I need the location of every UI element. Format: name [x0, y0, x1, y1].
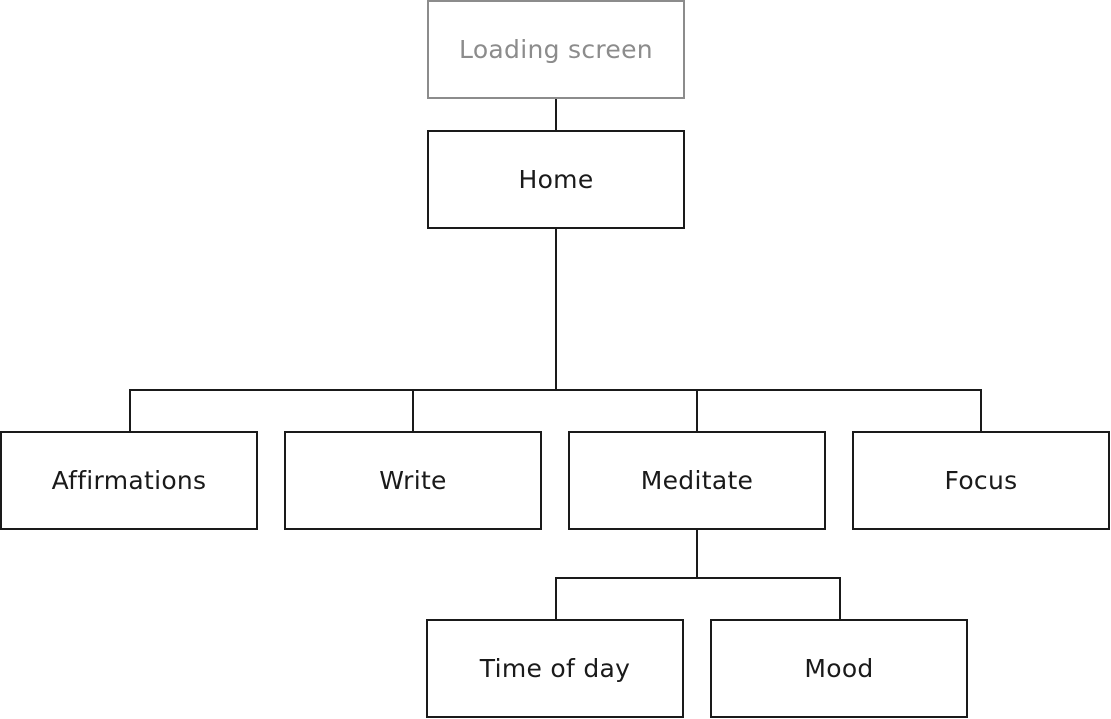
node-loading-screen: Loading screen	[427, 0, 685, 99]
node-home: Home	[427, 130, 685, 229]
node-meditate: Meditate	[568, 431, 826, 530]
node-label: Write	[379, 466, 447, 495]
node-label: Meditate	[640, 466, 754, 495]
node-label: Time of day	[479, 654, 631, 683]
node-label: Loading screen	[459, 35, 653, 64]
node-affirmations: Affirmations	[0, 431, 258, 530]
node-label: Focus	[944, 466, 1018, 495]
node-mood: Mood	[710, 619, 968, 718]
node-label: Home	[518, 165, 594, 194]
node-time-of-day: Time of day	[426, 619, 684, 718]
node-label: Affirmations	[51, 466, 207, 495]
node-focus: Focus	[852, 431, 1110, 530]
node-label: Mood	[804, 654, 874, 683]
node-write: Write	[284, 431, 542, 530]
